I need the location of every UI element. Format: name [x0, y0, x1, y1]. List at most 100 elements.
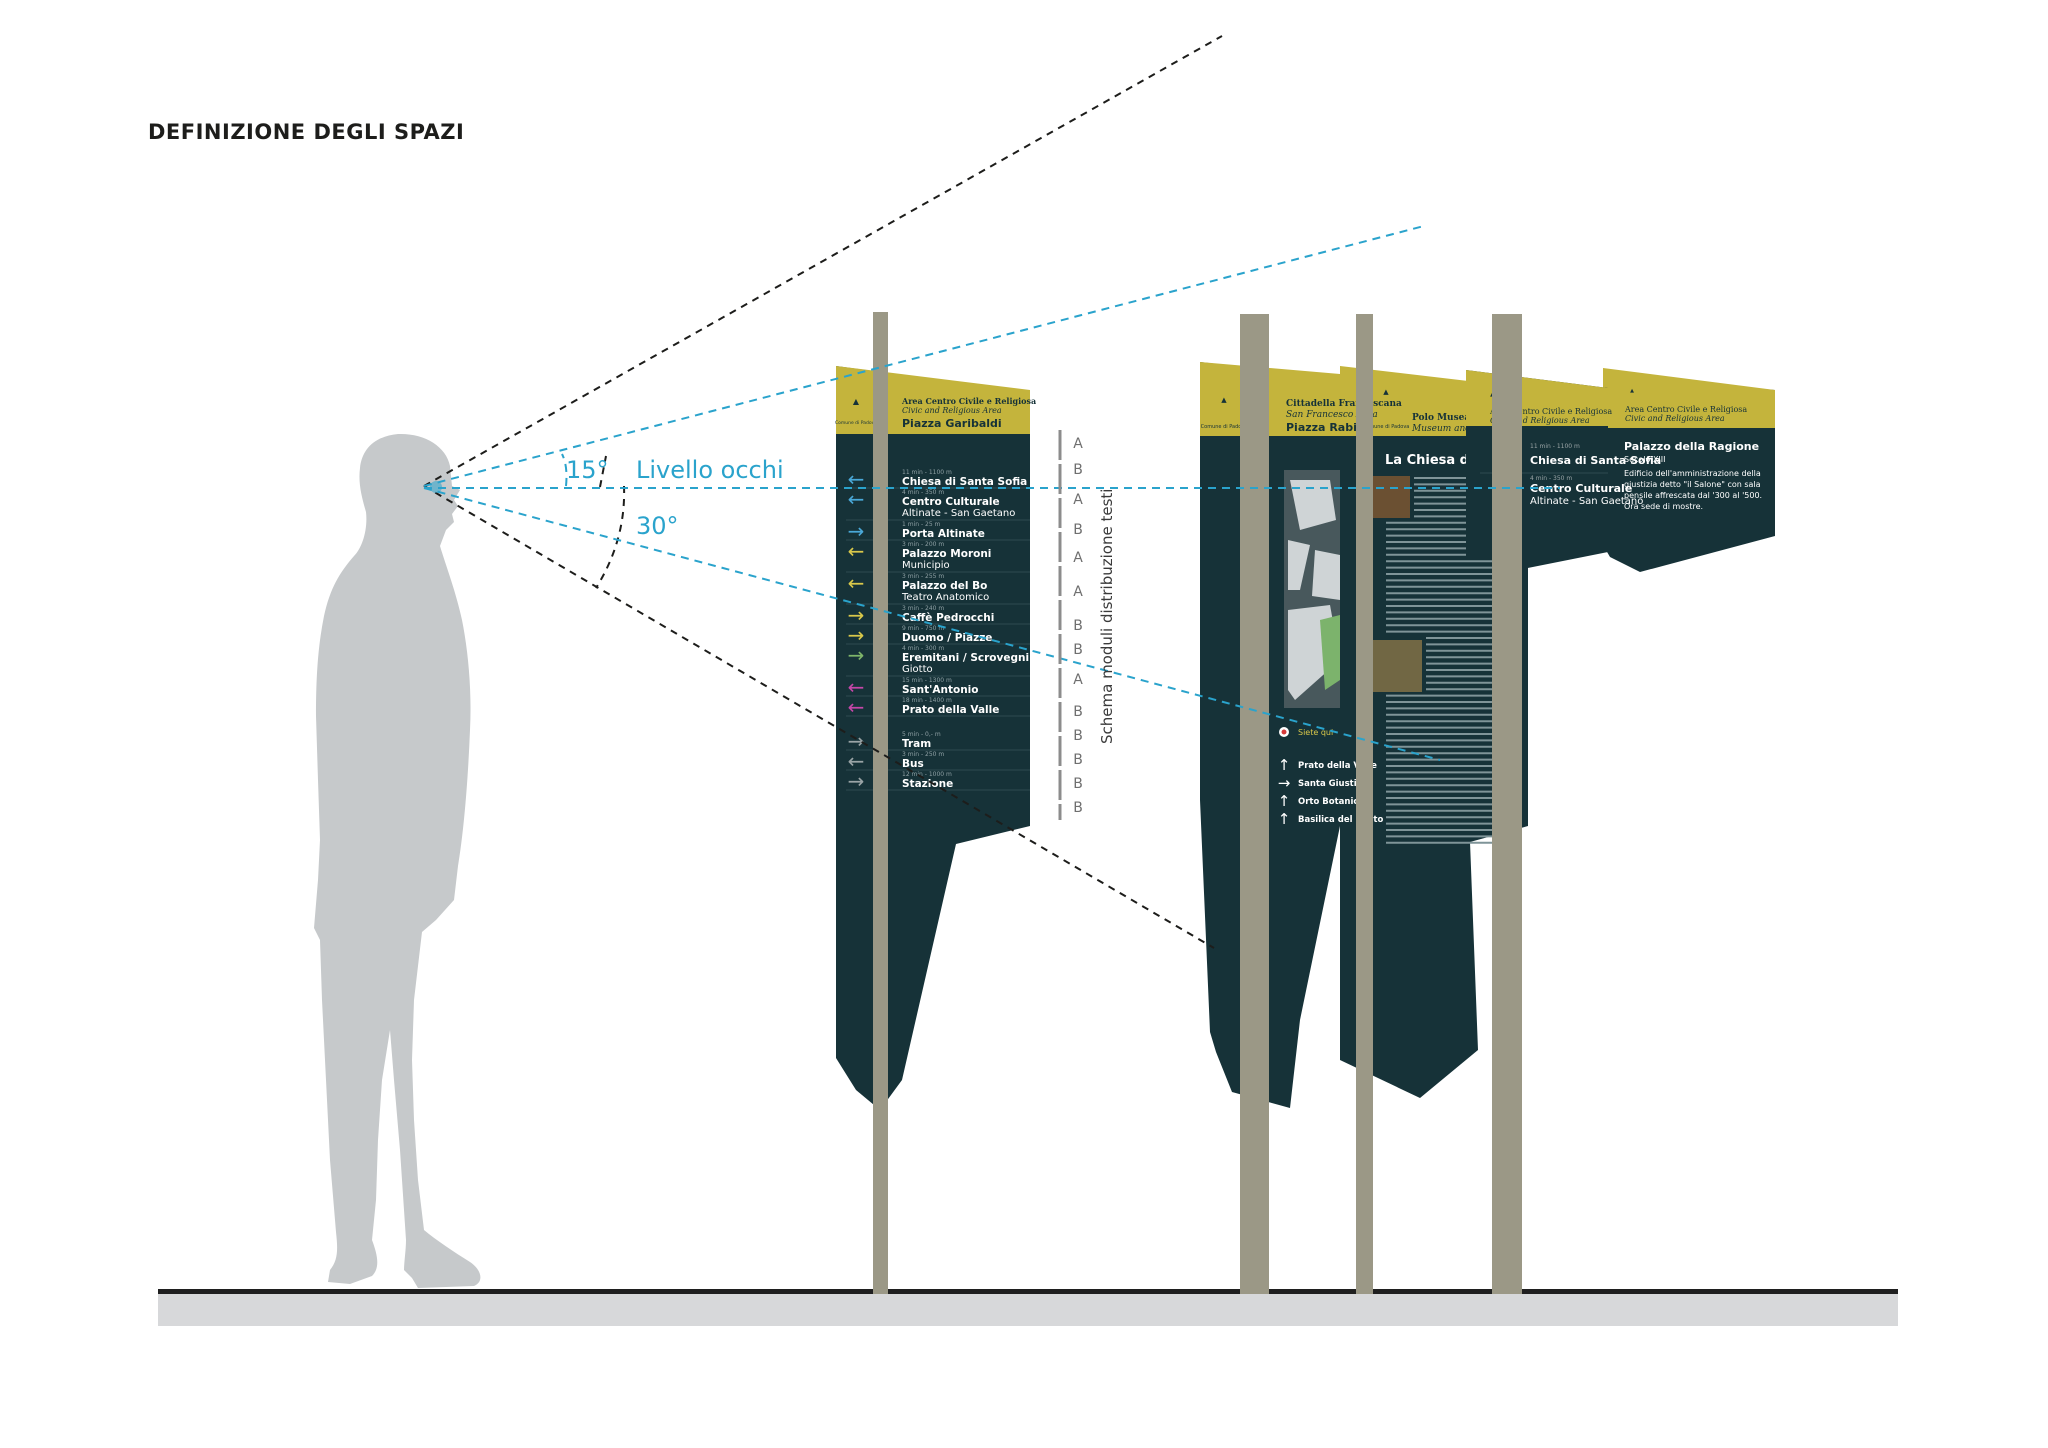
row-time: 18 min - 1400 m — [902, 697, 952, 704]
svg-text:▲: ▲ — [1221, 396, 1227, 404]
svg-text:▲: ▲ — [853, 397, 860, 406]
sign4-area: Area Centro Civile e Religiosa — [1489, 407, 1612, 416]
row-name: Stazione — [902, 778, 953, 790]
row-name: Prato della Valle — [902, 704, 999, 716]
eye-level-label: Livello occhi — [636, 456, 784, 484]
row-sub: Teatro Anatomico — [901, 592, 989, 603]
page-title: DEFINIZIONE DEGLI SPAZI — [148, 120, 465, 144]
row-time: 3 min - 250 m — [902, 751, 944, 758]
sign3-photo-interior — [1372, 476, 1410, 518]
module-letter: B — [1073, 752, 1083, 768]
sign5-area: Area Centro Civile e Religiosa — [1624, 405, 1747, 414]
row-sub: Giotto — [902, 664, 933, 675]
arrow-right-icon: → — [848, 729, 865, 753]
sign5-body-line-4: Ora sede di mostre. — [1624, 502, 1703, 511]
sign4-dest-2-sub: Altinate - San Gaetano — [1530, 496, 1643, 507]
pole-4 — [1492, 314, 1522, 1294]
sign2-area: Cittadella Francescana — [1286, 399, 1402, 409]
pole-1 — [873, 312, 888, 1294]
sign5-area-en: Civic and Religious Area — [1625, 414, 1725, 423]
arrow-left-icon: ← — [848, 695, 865, 719]
sign1-place: Piazza Garibaldi — [902, 417, 1002, 430]
row-time: 4 min - 350 m — [902, 489, 944, 496]
arrow-up-icon: ↑ — [1278, 756, 1291, 774]
module-letter: A — [1073, 584, 1083, 600]
sign1-area: Area Centro Civile e Religiosa — [901, 396, 1036, 406]
row-name: Caffè Pedrocchi — [902, 612, 994, 624]
svg-text:▲: ▲ — [1383, 388, 1389, 396]
svg-text:Comune di Padova: Comune di Padova — [1201, 424, 1248, 430]
row-sub: Altinate - San Gaetano — [902, 508, 1015, 519]
arrow-left-icon: ← — [848, 467, 865, 491]
module-letter: A — [1073, 492, 1083, 508]
sign5-subheading: Secolo XIII — [1624, 455, 1666, 464]
sign5-heading: Palazzo della Ragione — [1624, 440, 1759, 453]
svg-text:▲: ▲ — [1630, 388, 1634, 394]
person-silhouette — [314, 433, 481, 1288]
row-name: Palazzo del Bo — [902, 580, 987, 592]
module-letter: A — [1073, 436, 1083, 452]
sign2-dest-name: Prato della Valle — [1298, 761, 1377, 771]
arrow-left-icon: ← — [848, 539, 865, 563]
angle-lower-label: 30° — [636, 512, 679, 540]
row-time: 3 min - 255 m — [902, 573, 944, 580]
row-name: Eremitani / Scrovegni — [902, 652, 1029, 664]
arrow-right-icon: → — [848, 769, 865, 793]
row-time: 4 min - 300 m — [902, 645, 944, 652]
sign2-you-are-here: Siete qui — [1298, 728, 1333, 737]
module-letter: B — [1073, 462, 1083, 478]
module-letter: B — [1073, 618, 1083, 634]
module-letter: B — [1073, 522, 1083, 538]
row-time: 3 min - 200 m — [902, 541, 944, 548]
row-time: 12 min - 1000 m — [902, 771, 952, 778]
sign5-body-line-3: pensile affrescata dal '300 al '500. — [1624, 491, 1762, 500]
sign5-body-line-2: giustizia detto "il Salone" con sala — [1624, 480, 1761, 489]
sign4-dest-2-name: Centro Culturale — [1530, 482, 1632, 495]
module-letter: B — [1073, 776, 1083, 792]
module-letter: A — [1073, 550, 1083, 566]
sign3-photo-aerial — [1372, 640, 1422, 692]
arrow-up-icon: ↑ — [1278, 810, 1291, 828]
sign4-dest-1-time: 11 min - 1100 m — [1530, 443, 1580, 450]
svg-text:Comune di Padova: Comune di Padova — [1363, 424, 1410, 430]
sign-piazza-garibaldi: ▲ Comune di Padova Area Centro Civile e … — [835, 366, 1036, 1110]
module-letter: B — [1073, 800, 1083, 816]
ground-line — [158, 1289, 1898, 1294]
pole-2 — [1240, 314, 1269, 1294]
sign1-area-en: Civic and Religious Area — [902, 406, 1002, 415]
sign2-place: Piazza Rabin — [1286, 421, 1365, 434]
arrow-right-icon: → — [848, 643, 865, 667]
arrow-right-icon: → — [848, 519, 865, 543]
row-time: 3 min - 240 m — [902, 605, 944, 612]
row-time: 5 min - 0,- m — [902, 731, 941, 738]
row-sub: Municipio — [902, 560, 950, 571]
arrow-left-icon: ← — [848, 749, 865, 773]
sightlines-black — [423, 35, 1223, 949]
sightlines-cyan — [423, 225, 1560, 761]
sign2-dest-name: Orto Botanico — [1298, 797, 1364, 807]
module-letter: A — [1073, 672, 1083, 688]
sign-palazzo-ragione: ▲ Area Centro Civile e Religiosa Civic a… — [1603, 368, 1775, 572]
row-name: Palazzo Moroni — [902, 548, 991, 560]
sign2-map — [1284, 470, 1340, 708]
angle-upper-label: 15° — [566, 456, 609, 484]
row-name: Tram — [902, 738, 931, 750]
arrow-right-icon: → — [848, 603, 865, 627]
row-time: 9 min - 750 m — [902, 625, 944, 632]
pole-3 — [1356, 314, 1373, 1294]
row-name: Sant'Antonio — [902, 684, 978, 696]
arrow-left-icon: ← — [848, 487, 865, 511]
sign2-dest-name: Basilica del Santo — [1298, 815, 1383, 825]
sign4-dest-1-name: Chiesa di Santa Sofia — [1530, 454, 1661, 467]
row-name: Bus — [902, 758, 924, 770]
row-name: Porta Altinate — [902, 528, 985, 540]
sign5-body-line-1: Edificio dell'amministrazione della — [1624, 469, 1761, 478]
